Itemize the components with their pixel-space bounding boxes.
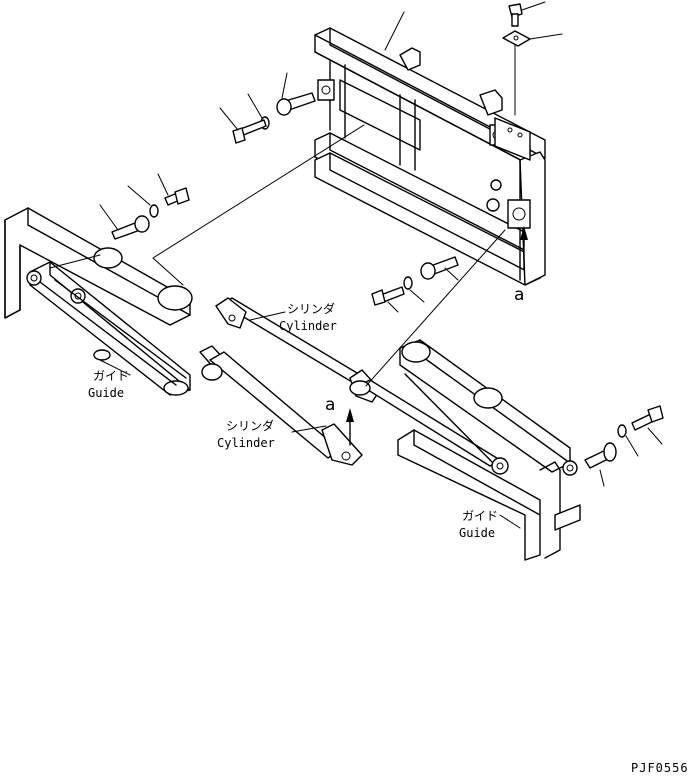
lower-cylinder xyxy=(199,345,363,466)
pin-bolt-mid xyxy=(99,204,150,240)
guide-left-label-en: Guide xyxy=(88,386,124,400)
washer-right xyxy=(617,424,639,457)
view-arrow-lower xyxy=(346,408,354,446)
cylinder-lower-label-en: Cylinder xyxy=(217,436,275,450)
backrest-frame xyxy=(314,27,546,286)
upper-cylinder xyxy=(215,297,501,467)
right-guide-arm xyxy=(397,339,581,561)
drawing-code: PJF0556 xyxy=(631,761,689,775)
view-a-upper-label: a xyxy=(514,285,524,305)
view-arrow-upper xyxy=(520,226,528,271)
guide-right-label-jp: ガイド xyxy=(462,509,498,523)
washer-lower xyxy=(403,276,425,303)
cylinder-upper-label-en: Cylinder xyxy=(279,319,337,333)
washer-mid xyxy=(127,185,159,218)
bolt-upper xyxy=(219,107,267,144)
view-a-lower-label: a xyxy=(325,395,335,415)
guide-right-label-en: Guide xyxy=(459,526,495,540)
bolt-lower xyxy=(371,286,405,313)
bolt-right xyxy=(631,405,664,445)
top-screw xyxy=(502,1,563,47)
pin-bolt-right xyxy=(584,442,617,487)
pin-bolt-lower xyxy=(420,256,459,281)
cylinder-lower-label-jp: シリンダ xyxy=(226,418,274,433)
bolt-mid xyxy=(157,173,190,206)
left-guide-arm xyxy=(4,207,193,396)
guide-left-label-jp: ガイド xyxy=(93,369,129,383)
cylinder-upper-label-jp: シリンダ xyxy=(287,301,335,316)
pin-bolt-upper xyxy=(276,72,316,116)
